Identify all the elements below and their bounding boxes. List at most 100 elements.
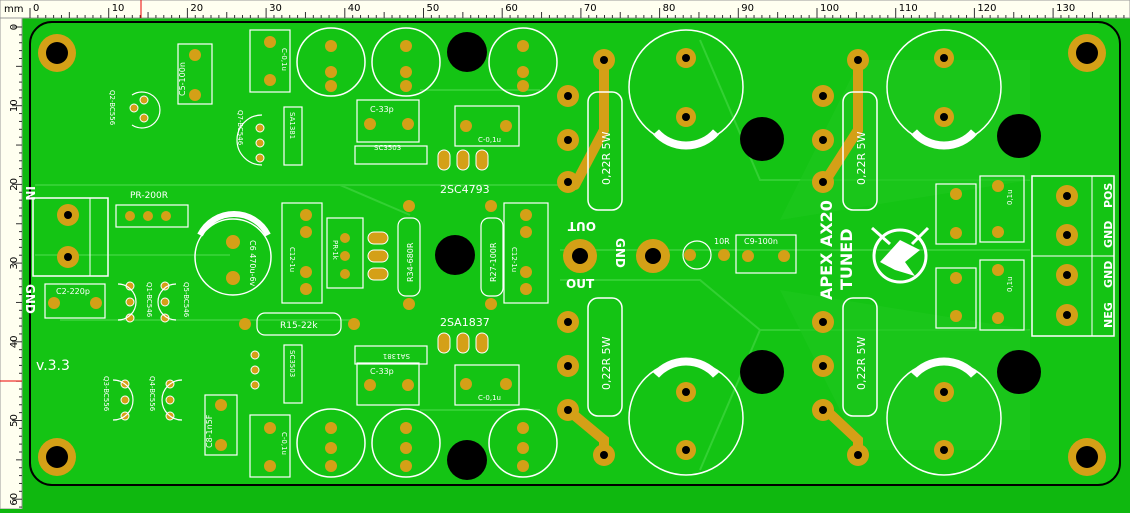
res-r34 [397,200,504,310]
cap-33p [356,99,420,406]
label-bc556-c: Q4-BC556 [148,376,156,412]
cap-c8 [204,394,238,456]
cap-c9 [735,234,797,274]
board-title-line2: TUNED [837,228,856,290]
label-bc546-b: Q1-BC546 [145,282,153,318]
label-sa1381-mid: SA1381 [383,352,410,360]
label-res-5w-3: 0,22R 5W [600,336,613,390]
top-ruler-label: 80 [663,3,676,14]
label-cap-right-1: 0,1u [1006,189,1014,205]
label-r15: R15-22k [280,321,318,331]
ruler-unit: mm [4,4,23,15]
transistor-outlines [112,91,263,421]
label-c6: C6 470u-6v [248,240,257,287]
label-out-bottom: OUT [566,277,595,291]
label-out-top: OUT [567,219,596,233]
caps-medium [296,27,558,478]
cap-c01-mid [454,105,520,406]
label-c01-l1: C-0,1u [280,48,288,71]
left-ruler-label: 30 [9,257,20,270]
top-ruler-label: 0 [33,3,39,14]
label-c12-b: C12-1u [510,247,518,272]
label-pos: POS [1102,183,1115,208]
board-title-line1: APEX AX20 [817,200,836,300]
power-resistors [557,49,878,466]
output-connector-b[interactable] [636,239,670,273]
left-ruler-label: 10 [9,99,20,112]
label-cap-right-2: 0,1u [1006,276,1014,292]
label-c01-top: C-0,1u [478,136,501,144]
top-ruler-label: 100 [820,3,839,14]
bias-pads [367,231,389,281]
label-pr200: PR-200R [130,191,168,201]
caps-large-pads [676,48,954,460]
label-r27: R27-100R [489,242,498,282]
left-ruler-label: 40 [9,335,20,348]
label-in: IN [23,186,37,201]
label-2sa1837: 2SA1837 [440,316,490,329]
label-sc3503-mid: SC3503 [374,144,401,152]
cap-c01-left [249,29,291,478]
driver-mid [354,145,428,365]
label-sa1381-left: SA1381 [288,112,296,139]
label-c01-bottom: C-0,1u [478,394,501,402]
trimmer-pr200 [115,204,189,228]
power-terminal[interactable] [1031,175,1115,337]
top-ruler-label: 40 [348,3,361,14]
top-ruler-label: 10 [112,3,125,14]
label-c8: C8-1n5F [205,414,214,448]
board-version: v.3.3 [36,358,70,374]
label-sc3503-left: SC3503 [288,350,296,377]
label-res-5w-2: 0,22R 5W [855,131,868,185]
cap-c6 [194,211,272,296]
left-ruler-label: 60 [9,493,20,506]
label-c9: C9-100n [744,237,778,246]
cap-c2 [44,283,106,319]
label-res-5w-4: 0,22R 5W [855,336,868,390]
label-gnd-left: GND [23,284,37,314]
label-pr1k: PR-1k [331,240,339,261]
top-ruler-label: 20 [190,3,203,14]
input-terminal[interactable] [32,197,109,277]
top-ruler-label: 50 [427,3,440,14]
label-bc556-a: Q2-BC556 [108,90,116,126]
top-ruler-label: 130 [1056,3,1075,14]
trimmer-pr1k [326,217,364,289]
label-c33p-bottom: C-33p [370,367,394,376]
label-10r: 10R [714,237,730,246]
label-gnd-r1: GND [1102,221,1115,248]
label-bc546-a: Q7-BC546 [236,110,244,146]
caps-large-bands [653,129,977,378]
caps-right-small [935,175,1025,331]
top-ruler-label: 70 [584,3,597,14]
label-r34: R34-680R [406,242,415,282]
res-10r [682,240,730,270]
label-c5: C5-100n [178,62,187,96]
cap-c12 [281,202,549,304]
label-c2: C2-220p [56,287,90,296]
label-c12-a: C12-1u [288,247,296,272]
label-c33p-top: C-33p [370,105,394,114]
left-ruler: 0 10 20 30 40 50 60 [0,17,23,510]
label-gnd-r2: GND [1102,261,1115,288]
label-res-5w-1: 0,22R 5W [600,131,613,185]
label-c01-l2: C-0,1u [280,432,288,455]
transistors-left [120,95,265,421]
label-2sc4793: 2SC4793 [440,183,490,196]
left-ruler-label: 20 [9,178,20,191]
label-neg: NEG [1102,302,1115,328]
output-connector-a[interactable] [563,239,597,273]
label-gnd-mid: GND [613,238,627,268]
mounting-holes [38,32,1106,480]
left-ruler-label: 0 [9,24,20,30]
label-bc546-c: Q5-BC546 [182,282,190,318]
left-ruler-label: 50 [9,414,20,427]
brand-logo [871,226,930,284]
top-ruler-label: 90 [741,3,754,14]
cap-c5 [177,43,213,105]
top-ruler-label: 110 [899,3,918,14]
top-ruler-label: 60 [505,3,518,14]
top-ruler-label: 120 [977,3,996,14]
